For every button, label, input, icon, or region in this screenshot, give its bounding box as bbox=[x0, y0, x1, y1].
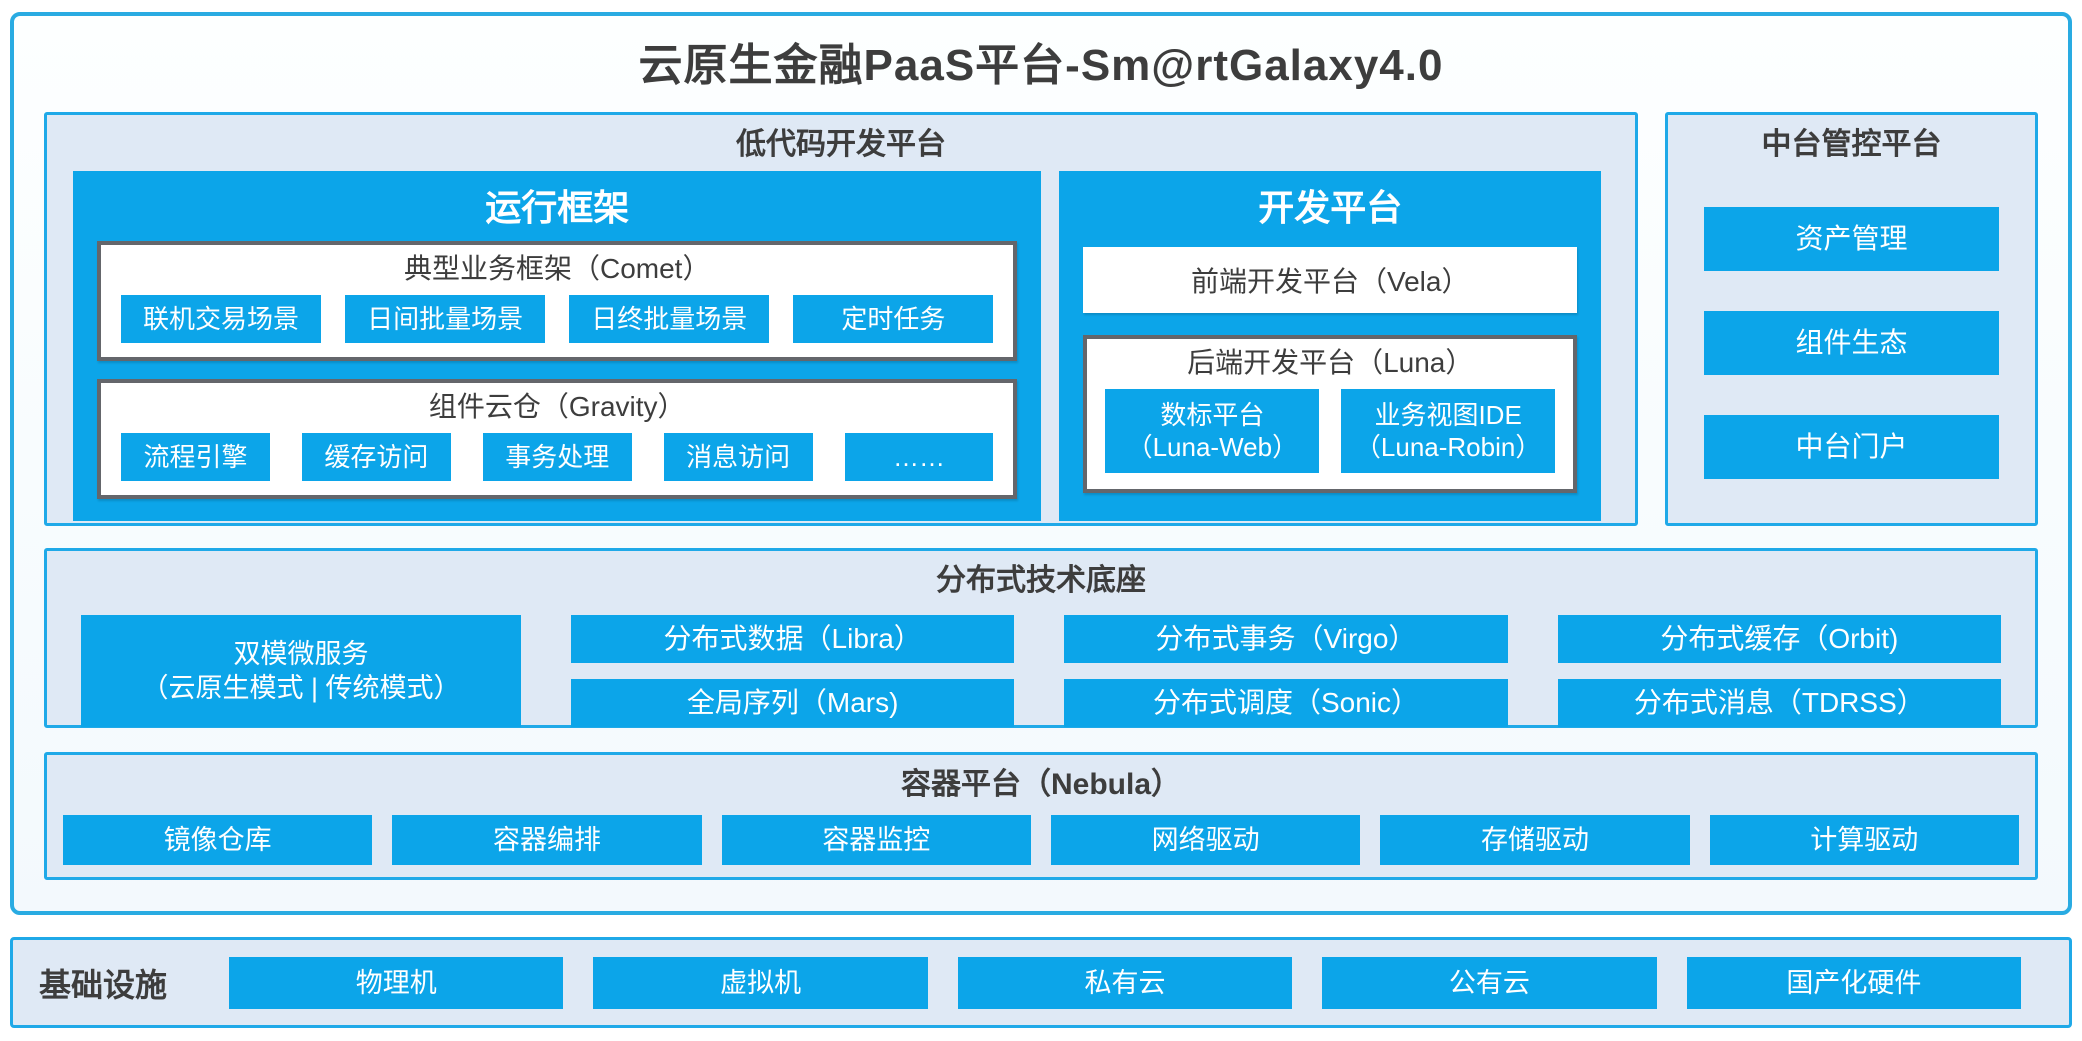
container-item-orchestration: 容器编排 bbox=[392, 815, 702, 865]
comet-item-online-trading: 联机交易场景 bbox=[121, 295, 322, 343]
page-title: 云原生金融PaaS平台-Sm@rtGalaxy4.0 bbox=[638, 41, 1444, 90]
gravity-item-transaction: 事务处理 bbox=[482, 433, 632, 481]
midplatform-item-asset-mgmt: 资产管理 bbox=[1704, 207, 1999, 271]
distributed-column-2: 分布式事务（Virgo） 分布式调度（Sonic） bbox=[1064, 615, 1508, 727]
top-row: 低代码开发平台 运行框架 典型业务框架（Comet） 联机交易场景 日间批量场景… bbox=[44, 112, 2038, 526]
distributed-base-title: 分布式技术底座 bbox=[936, 564, 1146, 597]
dist-item-tdrss: 分布式消息（TDRSS） bbox=[1557, 679, 2001, 727]
container-platform-section: 容器平台（Nebula） 镜像仓库 容器编排 容器监控 网络驱动 存储驱动 计算… bbox=[44, 752, 2038, 880]
distributed-body: 双模微服务 （云原生模式 | 传统模式） 分布式数据（Libra） 全局序列（M… bbox=[47, 607, 2035, 747]
gravity-warehouse-box: 组件云仓（Gravity） 流程引擎 缓存访问 事务处理 消息访问 …… bbox=[97, 379, 1018, 499]
luna-web-item: 数标平台 （Luna-Web） bbox=[1105, 389, 1320, 473]
infra-item-virtual-machine: 虚拟机 bbox=[593, 956, 928, 1009]
dist-item-sonic: 分布式调度（Sonic） bbox=[1064, 679, 1508, 727]
lowcode-platform-section: 低代码开发平台 运行框架 典型业务框架（Comet） 联机交易场景 日间批量场景… bbox=[44, 112, 1638, 526]
luna-robin-subtitle: （Luna-Robin） bbox=[1354, 432, 1542, 462]
midplatform-title: 中台管控平台 bbox=[1761, 128, 1942, 161]
luna-robin-item: 业务视图IDE （Luna-Robin） bbox=[1341, 389, 1556, 473]
infrastructure-title: 基础设施 bbox=[39, 966, 168, 1003]
dist-item-virgo: 分布式事务（Virgo） bbox=[1064, 615, 1508, 663]
dual-mode-title: 双模微服务 bbox=[233, 639, 369, 669]
container-item-monitoring: 容器监控 bbox=[721, 815, 1031, 865]
comet-box-title: 典型业务框架（Comet） bbox=[403, 253, 711, 284]
gravity-box-title: 组件云仓（Gravity） bbox=[428, 391, 686, 422]
infra-item-public-cloud: 公有云 bbox=[1322, 956, 1657, 1009]
vela-frontend-box: 前端开发平台（Vela） bbox=[1083, 247, 1577, 313]
comet-item-daytime-batch: 日间批量场景 bbox=[345, 295, 546, 343]
infrastructure-section: 基础设施 物理机 虚拟机 私有云 公有云 国产化硬件 bbox=[10, 937, 2072, 1028]
gravity-item-message-access: 消息访问 bbox=[663, 433, 813, 481]
midplatform-item-component-ecosystem: 组件生态 bbox=[1704, 311, 1999, 375]
luna-web-subtitle: （Luna-Web） bbox=[1126, 432, 1299, 462]
luna-backend-box: 后端开发平台（Luna） 数标平台 （Luna-Web） 业务视图IDE （Lu… bbox=[1083, 335, 1577, 493]
runtime-framework-panel: 运行框架 典型业务框架（Comet） 联机交易场景 日间批量场景 日终批量场景 … bbox=[73, 171, 1042, 521]
main-frame: 云原生金融PaaS平台-Sm@rtGalaxy4.0 低代码开发平台 运行框架 … bbox=[10, 12, 2072, 915]
comet-item-eod-batch: 日终批量场景 bbox=[569, 295, 770, 343]
dist-item-orbit: 分布式缓存（Orbit) bbox=[1557, 615, 2001, 663]
distributed-column-3: 分布式缓存（Orbit) 分布式消息（TDRSS） bbox=[1557, 615, 2001, 727]
dual-mode-microservice-item: 双模微服务 （云原生模式 | 传统模式） bbox=[81, 615, 521, 727]
container-item-compute-driver: 计算驱动 bbox=[1709, 815, 2019, 865]
distributed-column-1: 分布式数据（Libra） 全局序列（Mars) bbox=[571, 615, 1015, 727]
dev-platform-panel: 开发平台 前端开发平台（Vela） 后端开发平台（Luna） 数标平台 （Lun… bbox=[1059, 171, 1601, 521]
gravity-item-process-engine: 流程引擎 bbox=[121, 433, 270, 481]
lowcode-body: 运行框架 典型业务框架（Comet） 联机交易场景 日间批量场景 日终批量场景 … bbox=[47, 162, 1635, 543]
midplatform-item-portal: 中台门户 bbox=[1704, 415, 1999, 479]
infra-item-private-cloud: 私有云 bbox=[957, 956, 1293, 1009]
dist-item-libra: 分布式数据（Libra） bbox=[571, 615, 1015, 663]
gravity-item-cache-access: 缓存访问 bbox=[301, 433, 451, 481]
container-platform-title: 容器平台（Nebula） bbox=[900, 768, 1182, 801]
gravity-items-row: 流程引擎 缓存访问 事务处理 消息访问 …… bbox=[101, 433, 1013, 481]
infra-item-domestic-hardware: 国产化硬件 bbox=[1686, 956, 2022, 1009]
dist-item-mars: 全局序列（Mars) bbox=[571, 679, 1015, 727]
midplatform-body: 资产管理 组件生态 中台门户 bbox=[1668, 171, 2035, 523]
container-item-storage-driver: 存储驱动 bbox=[1380, 815, 1690, 865]
dev-platform-title: 开发平台 bbox=[1258, 187, 1403, 228]
container-item-image-registry: 镜像仓库 bbox=[63, 815, 373, 865]
runtime-framework-title: 运行框架 bbox=[485, 187, 630, 228]
gravity-item-more: …… bbox=[844, 433, 994, 481]
comet-items-row: 联机交易场景 日间批量场景 日终批量场景 定时任务 bbox=[101, 295, 1013, 343]
luna-web-title: 数标平台 bbox=[1160, 400, 1265, 430]
luna-robin-title: 业务视图IDE bbox=[1374, 400, 1522, 430]
luna-items-row: 数标平台 （Luna-Web） 业务视图IDE （Luna-Robin） bbox=[1087, 389, 1573, 473]
distributed-base-section: 分布式技术底座 双模微服务 （云原生模式 | 传统模式） 分布式数据（Libra… bbox=[44, 548, 2038, 728]
container-platform-body: 镜像仓库 容器编排 容器监控 网络驱动 存储驱动 计算驱动 bbox=[47, 811, 2035, 883]
container-item-network-driver: 网络驱动 bbox=[1050, 815, 1361, 865]
infra-item-physical-machine: 物理机 bbox=[229, 956, 564, 1009]
lowcode-platform-title: 低代码开发平台 bbox=[736, 128, 946, 161]
comet-framework-box: 典型业务框架（Comet） 联机交易场景 日间批量场景 日终批量场景 定时任务 bbox=[97, 241, 1018, 361]
midplatform-control-section: 中台管控平台 资产管理 组件生态 中台门户 bbox=[1665, 112, 2038, 526]
comet-item-scheduled-task: 定时任务 bbox=[793, 295, 994, 343]
luna-box-title: 后端开发平台（Luna） bbox=[1187, 347, 1474, 378]
dual-mode-subtitle: （云原生模式 | 传统模式） bbox=[141, 673, 461, 703]
